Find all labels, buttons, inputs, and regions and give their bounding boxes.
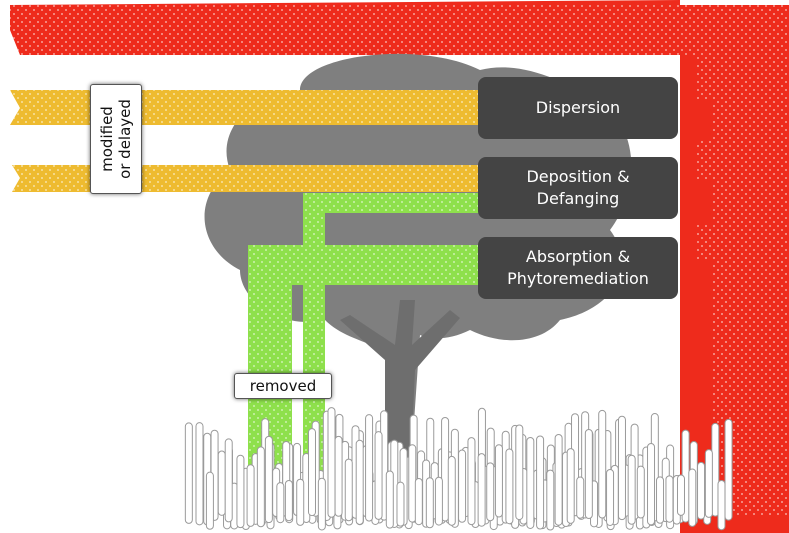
grass-blade xyxy=(584,428,593,520)
grass-blade xyxy=(317,477,326,531)
modified-tag-line1: modified xyxy=(98,106,117,172)
grass-blade xyxy=(656,476,665,524)
grass-blade xyxy=(724,418,733,521)
absorption-label: Absorption & Phytoremediation xyxy=(478,237,678,299)
yellow-band-deposition xyxy=(12,165,485,192)
grass-blade xyxy=(296,478,305,526)
modified-tag: modified or delayed xyxy=(90,84,142,194)
grass-blade xyxy=(217,450,226,516)
grass-blade xyxy=(636,465,645,519)
grass-blade xyxy=(554,433,563,526)
yellow-band-dispersion xyxy=(10,90,485,125)
grass-blade xyxy=(526,436,535,529)
grass-blade xyxy=(236,454,245,529)
grass-blade xyxy=(486,462,495,522)
grass-blade xyxy=(505,448,514,525)
grass-blade xyxy=(205,471,214,530)
grass-blade xyxy=(224,438,233,523)
grass-blade xyxy=(704,449,713,518)
grass-blade xyxy=(374,431,383,520)
grass-blade xyxy=(494,444,503,518)
grass-blade xyxy=(195,422,204,526)
dispersion-label: Dispersion xyxy=(478,77,678,139)
grass-icon xyxy=(184,407,733,531)
grass-blade xyxy=(385,470,394,529)
grass-blade xyxy=(617,415,626,521)
grass-blade xyxy=(246,464,255,527)
grass-blade xyxy=(665,475,674,523)
dispersion-text: Dispersion xyxy=(535,98,621,118)
grass-blade xyxy=(717,479,726,531)
grass-blade xyxy=(606,468,615,526)
grass-blade xyxy=(355,439,364,525)
grass-blade xyxy=(434,476,443,526)
absorption-text-line2: Phytoremediation xyxy=(507,269,649,288)
grass-blade xyxy=(676,474,685,516)
grass-blade xyxy=(307,428,316,517)
grass-blade xyxy=(284,479,293,522)
grass-blade xyxy=(515,424,524,521)
grass-blade xyxy=(647,443,656,526)
grass-blade xyxy=(264,435,273,524)
grass-blade xyxy=(408,444,417,523)
grass-blade xyxy=(344,458,353,522)
grass-blade xyxy=(536,435,545,530)
deposition-text-line2: Defanging xyxy=(536,189,620,208)
removed-tag-text: removed xyxy=(249,377,317,395)
grass-blade xyxy=(697,461,706,520)
removed-tag: removed xyxy=(234,373,332,399)
grass-blade xyxy=(184,422,193,524)
grass-blade xyxy=(425,477,434,529)
deposition-text-line1: Deposition & xyxy=(526,167,630,187)
modified-tag-line2: or delayed xyxy=(116,99,135,179)
grass-blade xyxy=(447,455,456,526)
grass-blade xyxy=(327,407,336,518)
grass-blade xyxy=(576,476,585,519)
grass-blade xyxy=(598,409,607,519)
grass-blade xyxy=(627,454,636,525)
grass-blade xyxy=(414,477,423,526)
grass-blade xyxy=(467,437,476,526)
grass-blade xyxy=(546,469,555,531)
grass-blade xyxy=(458,449,467,523)
grass-blade xyxy=(256,446,265,528)
grass-blade xyxy=(334,435,343,517)
absorption-text-line1: Absorption & xyxy=(525,247,631,267)
grass-blade xyxy=(688,468,697,527)
deposition-label: Deposition & Defanging xyxy=(478,157,678,219)
grass-blade xyxy=(276,482,285,524)
grass-blade xyxy=(365,414,374,522)
grass-blade xyxy=(566,448,575,524)
grass-blade xyxy=(396,481,405,527)
grass-blade xyxy=(477,453,486,527)
